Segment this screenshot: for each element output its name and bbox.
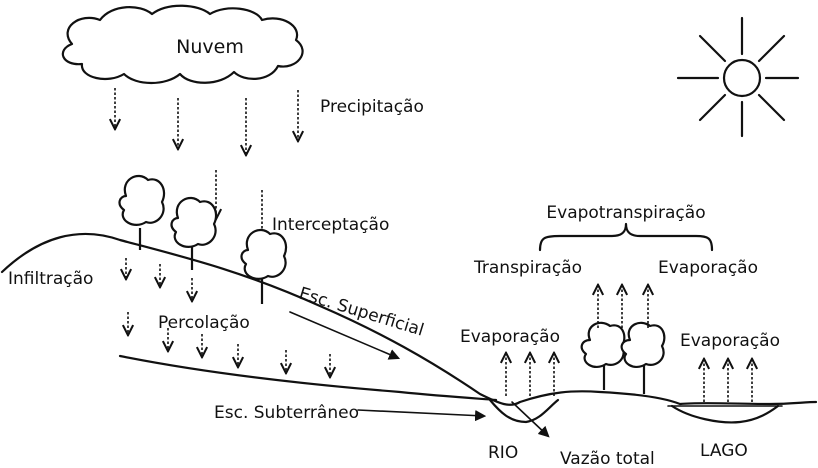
precipitation-label: Precipitação	[320, 97, 424, 117]
infiltration-label: Infiltração	[8, 269, 93, 289]
tree-3	[240, 228, 288, 304]
evapotranspiration-brace	[538, 222, 714, 252]
interception-label: Interceptação	[272, 215, 389, 235]
cloud-shape	[61, 4, 304, 84]
sun-icon	[676, 16, 800, 138]
transpiration-arrows	[598, 286, 648, 328]
evaporation-top-label: Evaporação	[658, 258, 758, 278]
ground-surface	[0, 232, 818, 406]
groundwater-flow-arrow	[357, 409, 487, 422]
total-flow-arrow	[511, 401, 550, 438]
evapotranspiration-label: Evapotranspiração	[546, 203, 705, 223]
surface-runoff-label: Esc. Superficial	[297, 284, 427, 341]
evaporation-river-arrows	[506, 354, 554, 396]
evaporation-river-label: Evaporação	[460, 327, 560, 347]
tree-5	[620, 321, 666, 394]
tree-1	[118, 174, 166, 250]
evaporation-lake-label: Evaporação	[680, 331, 780, 351]
transpiration-label: Transpiração	[473, 258, 582, 278]
percolation-label: Percolação	[158, 313, 250, 333]
river-channel	[488, 398, 560, 424]
surface-runoff-arrow	[289, 311, 401, 360]
cloud-label: Nuvem	[176, 36, 244, 58]
river-label: RIO	[488, 443, 518, 463]
total-flow-label: Vazão total	[560, 449, 655, 468]
tree-2	[170, 196, 218, 270]
lake-label: LAGO	[700, 441, 748, 461]
subsurface-layer	[118, 354, 498, 402]
infiltration-arrows	[126, 258, 330, 376]
lake-basin	[670, 404, 780, 424]
evaporation-lake-arrows	[704, 360, 752, 402]
groundwater-flow-label: Esc. Subterrâneo	[214, 403, 359, 423]
tree-4	[580, 321, 626, 390]
